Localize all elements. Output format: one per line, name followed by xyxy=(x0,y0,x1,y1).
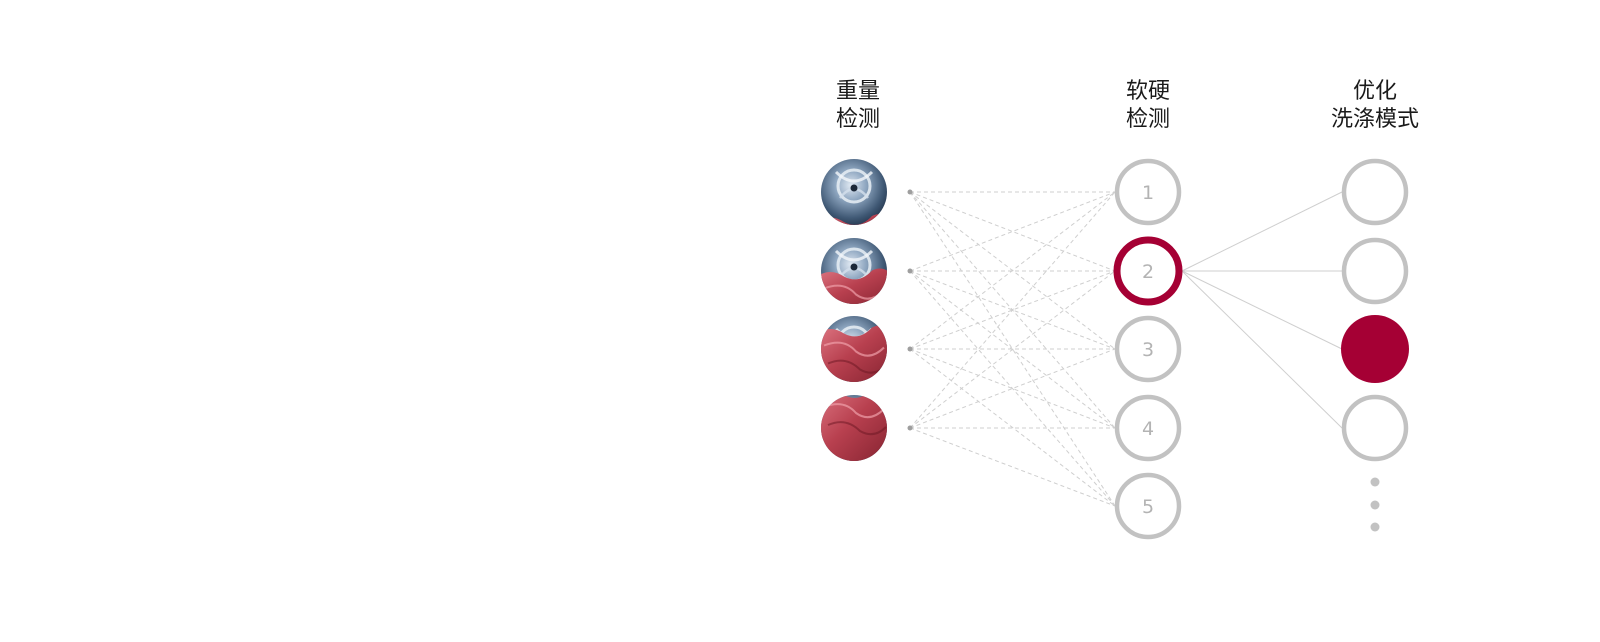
header-softness-line2: 检测 xyxy=(1125,107,1170,132)
weight-output-dot xyxy=(907,268,913,274)
softness-node xyxy=(1114,158,1182,226)
softness-to-mode-connector xyxy=(1181,191,1343,272)
weight-drum-image xyxy=(821,316,887,382)
softness-node-label: 5 xyxy=(1142,496,1154,518)
weight-to-softness-connector xyxy=(909,270,1116,350)
softness-to-mode-connector xyxy=(1181,270,1343,350)
weight-to-softness-connector xyxy=(909,191,1116,350)
header-softness-line1: 软硬 xyxy=(1125,79,1170,104)
wash-mode-node xyxy=(1341,237,1409,305)
weight-to-softness-connector xyxy=(909,348,1116,429)
header-weight-line2: 检测 xyxy=(835,107,880,132)
more-ellipsis-dot xyxy=(1370,522,1380,532)
weight-drum-image xyxy=(821,159,887,225)
softness-node xyxy=(1114,394,1182,462)
weight-output-dot xyxy=(907,425,913,431)
weight-to-softness-connector xyxy=(909,191,1116,272)
more-ellipsis-dot xyxy=(1370,477,1380,487)
weight-to-softness-connector xyxy=(909,270,1116,429)
weight-to-softness-connector xyxy=(909,270,1116,350)
header-softness-detection: 软硬 检测 xyxy=(1098,78,1198,134)
wash-mode-node xyxy=(1341,158,1409,226)
header-weight-line1: 重量 xyxy=(835,79,880,104)
weight-to-softness-connector xyxy=(909,191,1116,429)
weight-output-dot xyxy=(907,346,913,352)
weight-to-softness-connector xyxy=(909,427,1116,507)
header-optimized-wash-mode: 优化 洗涤模式 xyxy=(1305,78,1445,134)
softness-node-selected xyxy=(1113,236,1183,306)
softness-to-mode-connector xyxy=(1181,270,1343,429)
more-ellipsis-dot xyxy=(1370,500,1380,510)
wash-mode-node xyxy=(1341,394,1409,462)
softness-node-label: 4 xyxy=(1142,418,1154,440)
header-mode-line2: 洗涤模式 xyxy=(1330,107,1419,132)
header-mode-line1: 优化 xyxy=(1352,79,1397,104)
softness-node-label: 2 xyxy=(1142,261,1154,283)
weight-to-softness-connector xyxy=(909,191,1116,272)
wash-mode-node-selected xyxy=(1341,315,1409,383)
weight-output-dot xyxy=(907,189,913,195)
weight-to-softness-connector xyxy=(909,348,1116,429)
softness-node xyxy=(1114,315,1182,383)
weight-to-softness-connector xyxy=(909,348,1116,507)
header-weight-detection: 重量 检测 xyxy=(808,78,908,134)
softness-node-label: 1 xyxy=(1142,182,1154,204)
softness-node xyxy=(1114,472,1182,540)
weight-drum-image xyxy=(821,238,887,304)
weight-to-softness-connector xyxy=(909,270,1116,507)
weight-drum-image xyxy=(821,395,887,461)
softness-node-label: 3 xyxy=(1142,339,1154,361)
